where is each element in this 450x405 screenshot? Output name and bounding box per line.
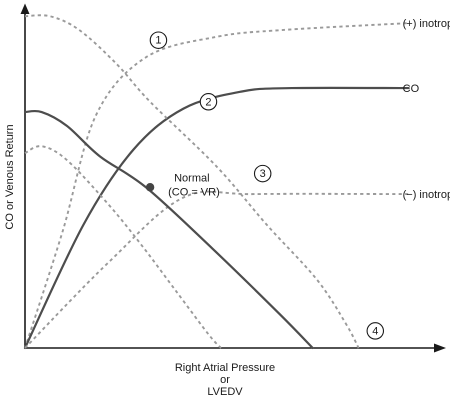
series-line-4 bbox=[23, 109, 314, 350]
circled-label-4-circle bbox=[366, 322, 385, 340]
axes bbox=[20, 3, 446, 353]
series-label-3: (−) inotropy bbox=[403, 189, 450, 201]
circled-label-3-text: 3 bbox=[260, 168, 266, 180]
series-line-5 bbox=[24, 14, 360, 349]
point-label-1-line-2: (CO = VR) bbox=[168, 186, 220, 198]
x-axis-label-line-1: Right Atrial Pressure bbox=[175, 362, 275, 374]
series-label-2: CO bbox=[403, 83, 420, 95]
series-line-6 bbox=[24, 145, 222, 349]
x-axis-label-line-2: or bbox=[220, 374, 230, 386]
circled-label-3-circle bbox=[253, 164, 272, 183]
y-axis-label: CO or Venous Return bbox=[4, 124, 16, 229]
point-layer: Normal (CO = VR) bbox=[145, 172, 220, 198]
circled-label-2-circle bbox=[199, 93, 218, 111]
point-label-1-line-1: Normal bbox=[174, 172, 209, 184]
circled-label-1-circle bbox=[149, 31, 168, 49]
x-axis-label-line-3: LVEDV bbox=[207, 386, 243, 398]
x-axis-arrow bbox=[434, 343, 446, 353]
series-line-co bbox=[23, 86, 410, 350]
circled-label-4-text: 4 bbox=[372, 325, 378, 337]
circled-label-1-text: 1 bbox=[155, 35, 161, 47]
series-line-inotropy bbox=[24, 22, 409, 349]
label-layer: 1 2 3 4 bbox=[149, 31, 385, 340]
circled-label-2-text: 2 bbox=[205, 96, 211, 108]
y-axis-arrow bbox=[20, 3, 30, 14]
chart-point-1 bbox=[145, 183, 155, 192]
series-layer: (+) inotropyCO (−) inotropy bbox=[23, 14, 450, 350]
series-label-1: (+) inotropy bbox=[403, 18, 450, 30]
series-line-inotropy bbox=[24, 190, 409, 349]
